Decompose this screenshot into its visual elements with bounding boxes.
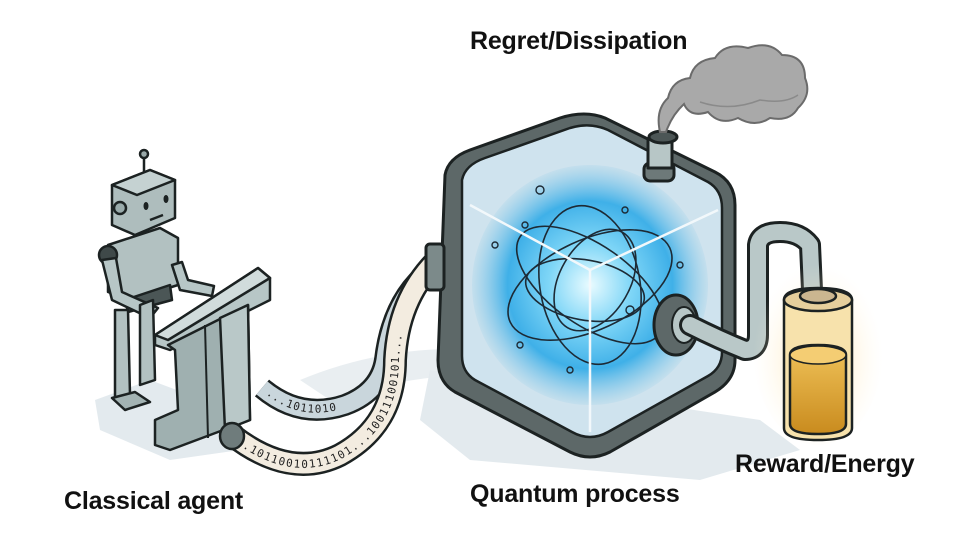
smoke-cloud bbox=[657, 44, 809, 133]
podium bbox=[153, 266, 272, 452]
label-reward-energy: Reward/Energy bbox=[735, 450, 915, 478]
energy-pipe bbox=[679, 221, 823, 361]
robot-eye bbox=[143, 202, 149, 210]
robot-mouth bbox=[149, 213, 164, 222]
energy-canister bbox=[753, 255, 883, 445]
robot-foot bbox=[110, 390, 152, 412]
robot-agent bbox=[97, 148, 216, 412]
canister-liquid bbox=[788, 343, 848, 436]
robot-ear bbox=[112, 200, 128, 216]
label-quantum-process: Quantum process bbox=[470, 480, 680, 508]
quantum-orbits bbox=[507, 204, 673, 366]
tape-lower bbox=[226, 255, 442, 474]
quantum-particles bbox=[491, 185, 684, 374]
label-regret-dissipation: Regret/Dissipation bbox=[470, 27, 688, 55]
label-classical-agent: Classical agent bbox=[64, 487, 244, 515]
robot-arm bbox=[170, 260, 216, 298]
box-input-port bbox=[424, 242, 446, 292]
robot-leg bbox=[138, 298, 157, 387]
podium-port bbox=[218, 421, 246, 451]
glass-edges bbox=[469, 203, 719, 432]
robot-leg bbox=[113, 308, 132, 400]
antenna-tip bbox=[138, 148, 150, 160]
quantum-box bbox=[424, 112, 737, 459]
canister-inlet bbox=[798, 287, 838, 305]
robot-eye bbox=[163, 195, 169, 203]
